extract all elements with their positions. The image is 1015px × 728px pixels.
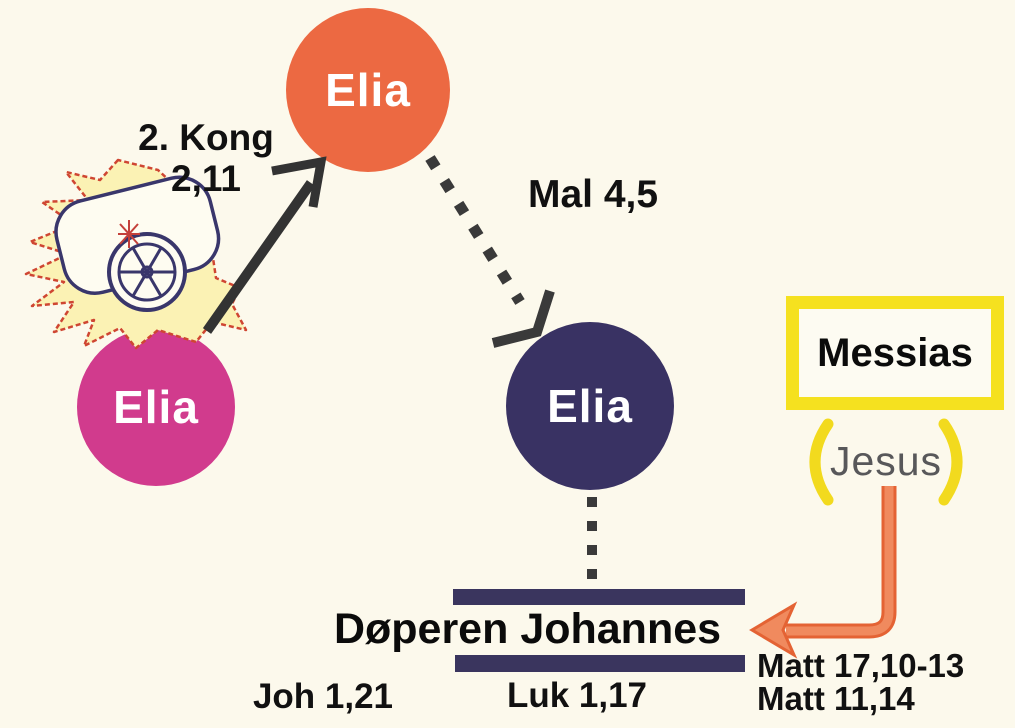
reference-2-kong-line1: 2. Kong — [138, 117, 274, 158]
reference-mal: Mal 4,5 — [528, 173, 659, 216]
reference-matt-block: Matt 17,10-13 Matt 11,14 — [757, 649, 964, 715]
reference-joh: Joh 1,21 — [252, 677, 394, 716]
node-elia-promised: Elia — [506, 322, 674, 490]
jesus-label: Jesus — [829, 438, 943, 484]
jesus-to-johannes-arrow — [749, 486, 897, 659]
node-elia-heaven: Elia — [286, 8, 450, 172]
reference-2-kong: 2. Kong 2,11 — [118, 117, 294, 199]
node-elia-heaven-label: Elia — [325, 64, 411, 116]
reference-luk: Luk 1,17 — [506, 676, 648, 715]
node-elia-promised-label: Elia — [547, 380, 633, 432]
node-elia-prophet: Elia — [77, 328, 235, 486]
johannes-top-bar — [453, 589, 745, 605]
reference-matt-2: Matt 11,14 — [757, 680, 915, 717]
johannes-bottom-bar — [455, 655, 745, 672]
node-elia-prophet-label: Elia — [113, 381, 199, 433]
messias-box: Messias — [786, 296, 1004, 410]
messias-label: Messias — [817, 330, 973, 375]
johannes-label: Døperen Johannes — [333, 605, 722, 653]
reference-matt-1: Matt 17,10-13 — [757, 647, 965, 684]
chariot-ornament — [118, 220, 140, 248]
reference-2-kong-line2: 2,11 — [171, 158, 241, 199]
